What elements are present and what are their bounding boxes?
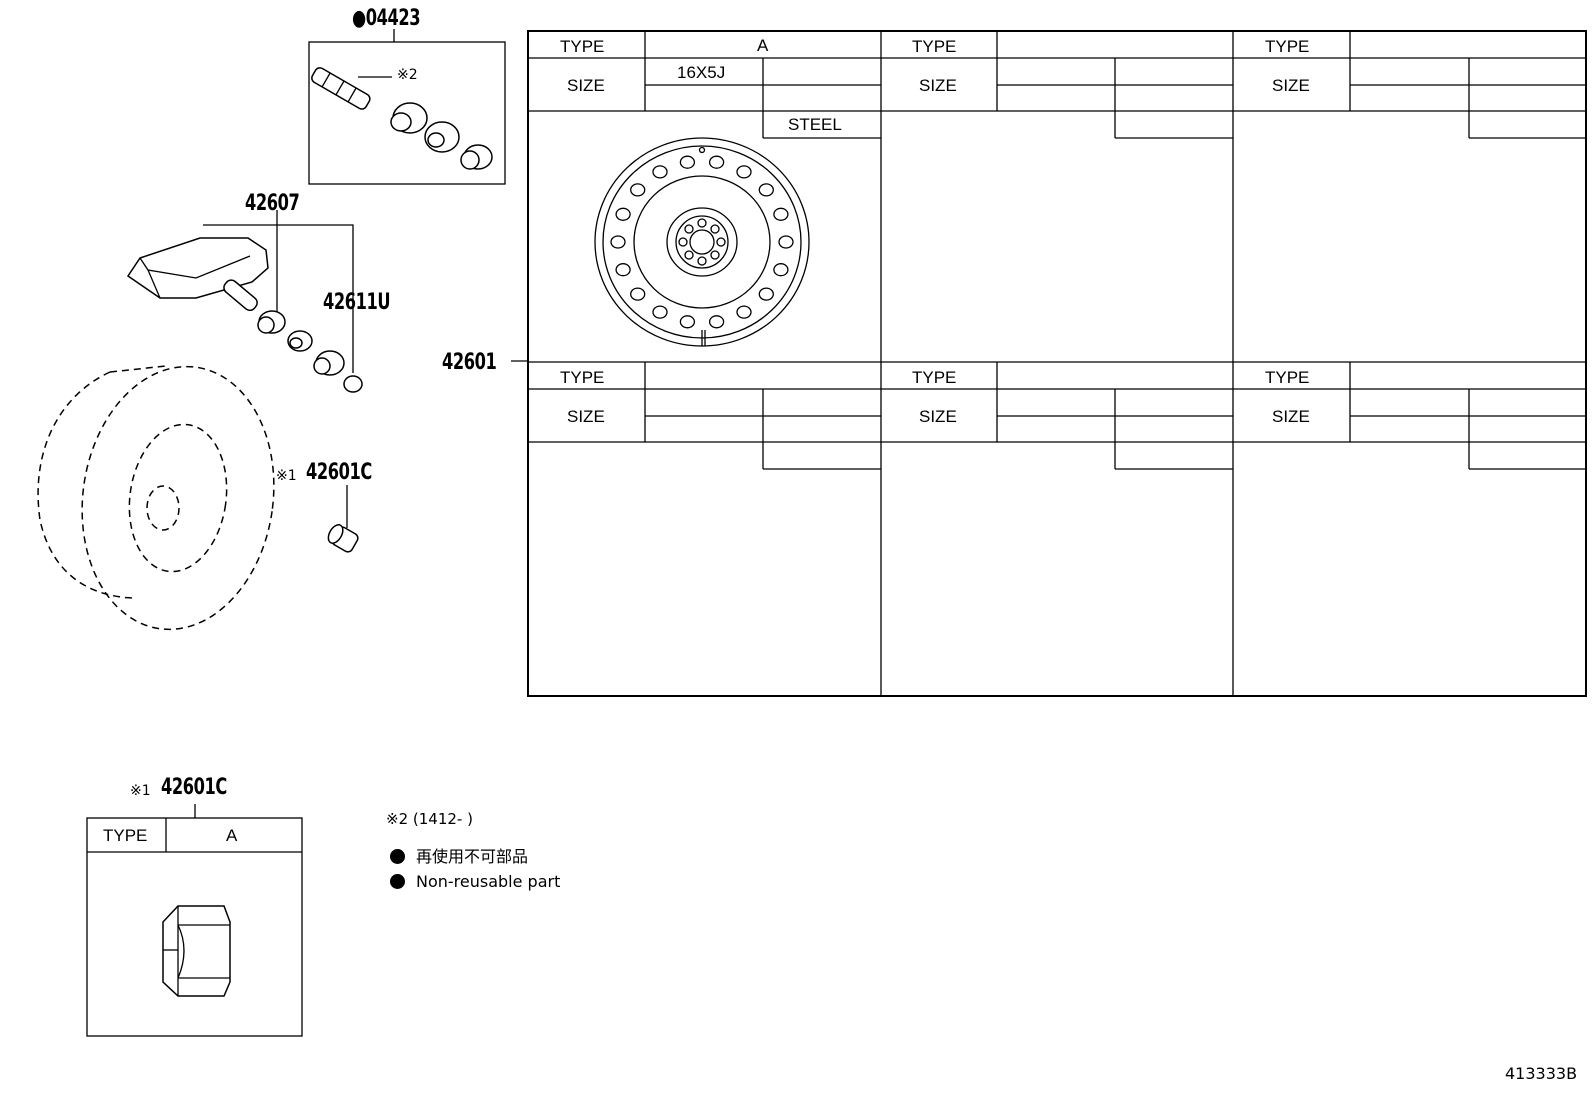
nut-type-label: TYPE [103,826,148,845]
valve-kit-frame [308,41,506,185]
lug-nut-small [327,524,359,553]
wheel-vent-hole [708,315,725,329]
reference-mark-2: ※2 [397,67,418,83]
wheel-vent-hole [652,165,668,179]
reference-mark-1-nut: ※1 [130,783,151,799]
note-reference-2: ※2 (1412- ) [386,810,473,828]
size-label: SIZE [919,407,957,426]
illustration-reference-code: 413333B [1505,1064,1578,1083]
wheel-vent-hole [679,315,696,329]
sensor-washer [287,330,313,352]
part-number-04423: ●04423 [352,6,421,31]
type-value: A [757,36,769,55]
non-reusable-bullet-icon [390,849,405,868]
sensor-grommet [257,310,286,334]
wheel-vent-hole [758,287,774,301]
part-number-42607: 42607 [245,191,300,216]
grommet [390,102,428,134]
size-label: SIZE [567,76,605,95]
tire-outline [37,365,275,631]
wheel-vent-hole [773,263,789,277]
valve-cap [460,144,493,170]
part-number-42601: 42601 [442,350,497,375]
tpms-sensor [126,237,269,312]
wheel-vent-hole [679,155,696,169]
sensor-nut [313,350,345,376]
sensor-cap [343,375,363,393]
type-label: TYPE [560,37,605,56]
nut-table-grid [86,817,303,1037]
wheel-vent-hole [652,305,668,319]
wheel-vent-hole [610,235,626,249]
valve-stem [311,67,371,110]
material-value: STEEL [788,115,842,134]
part-number-42601c: 42601C [306,460,372,485]
type-label: TYPE [560,368,605,387]
type-label: TYPE [1265,368,1310,387]
wheel-table-grid [527,30,1587,697]
wheel-vent-hole [736,165,752,179]
size-label: SIZE [1272,407,1310,426]
wheel-vent-hole [773,207,789,221]
size-value: 16X5J [677,63,726,82]
wheel-vent-hole [630,287,646,301]
part-number-42601c-nut: 42601C [161,775,227,800]
non-reusable-note-jp: 再使用不可部品 [416,847,529,866]
wheel-vent-hole [736,305,752,319]
size-label: SIZE [919,76,957,95]
wheel-vent-hole [708,155,725,169]
size-label: SIZE [567,407,605,426]
size-label: SIZE [1272,76,1310,95]
wheel-vent-hole [778,235,794,249]
steel-wheel [594,137,810,347]
type-label: TYPE [1265,37,1310,56]
lug-nut-large [162,905,231,997]
part-number-42611u: 42611U [323,290,391,315]
type-label: TYPE [912,368,957,387]
wheel-vent-hole [615,263,631,277]
non-reusable-note-en: Non-reusable part [416,872,561,891]
type-label: TYPE [912,37,957,56]
wheel-vent-hole [758,183,774,197]
non-reusable-bullet-icon [390,874,405,893]
wheel-vent-hole [615,207,631,221]
reference-mark-1: ※1 [276,468,297,484]
washer [424,121,460,153]
wheel-vent-hole [630,183,646,197]
nut-type-value: A [226,826,238,845]
